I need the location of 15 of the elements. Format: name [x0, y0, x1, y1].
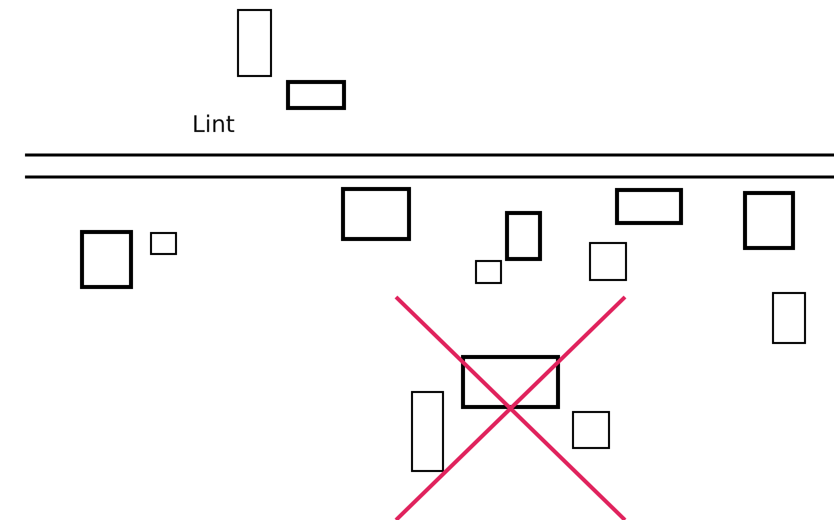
- rectangle-outline: [411, 391, 444, 472]
- rectangle-outline: [475, 260, 502, 284]
- rectangle-outline: [286, 80, 346, 110]
- rectangle-outline: [505, 211, 542, 261]
- rectangle-outline: [461, 355, 560, 409]
- text-label: Lint: [192, 112, 235, 138]
- rectangle-outline: [237, 9, 272, 77]
- rectangle-outline: [772, 292, 806, 344]
- rectangle-outline: [743, 191, 795, 250]
- rectangle-outline: [150, 232, 177, 255]
- rectangle-outline: [341, 187, 411, 241]
- rectangle-outline: [572, 411, 610, 449]
- rectangle-outline: [80, 230, 133, 289]
- rectangle-outline: [589, 242, 627, 281]
- rectangle-outline: [615, 188, 683, 225]
